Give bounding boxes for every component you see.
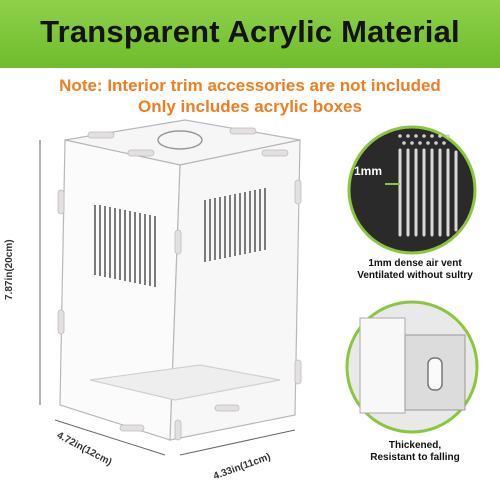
vent-caption-line1: 1mm dense air vent [368,258,462,269]
thickness-caption: Thickened, Resistant to falling [340,440,490,464]
vent-size-tag: 1mm [354,164,383,178]
thickness-caption-line1: Thickened, [388,440,442,451]
thickness-detail-panel [359,317,466,414]
acrylic-box [59,119,301,441]
vent-caption-line2: Ventilated without sultry [357,270,473,281]
height-dimension: 7.87in(20cm) [4,239,15,300]
vent-detail-slits [398,148,458,237]
top-lid-hole [157,130,203,150]
vent-slits-right [204,188,266,262]
thickness-caption-line2: Resistant to falling [370,452,460,463]
vent-detail-circle [347,125,477,255]
corner-clips [57,127,302,441]
vent-detail-dots [398,134,450,145]
title-banner [0,0,500,68]
note-line-2: Only includes acrylic boxes [138,97,362,116]
vent-caption: 1mm dense air vent Ventilated without su… [340,258,490,282]
dimension-lines [39,140,296,456]
note-line-1: Note: Interior trim accessories are not … [59,76,441,95]
vent-slits-left [94,205,156,287]
page-title: Transparent Acrylic Material [40,14,460,49]
